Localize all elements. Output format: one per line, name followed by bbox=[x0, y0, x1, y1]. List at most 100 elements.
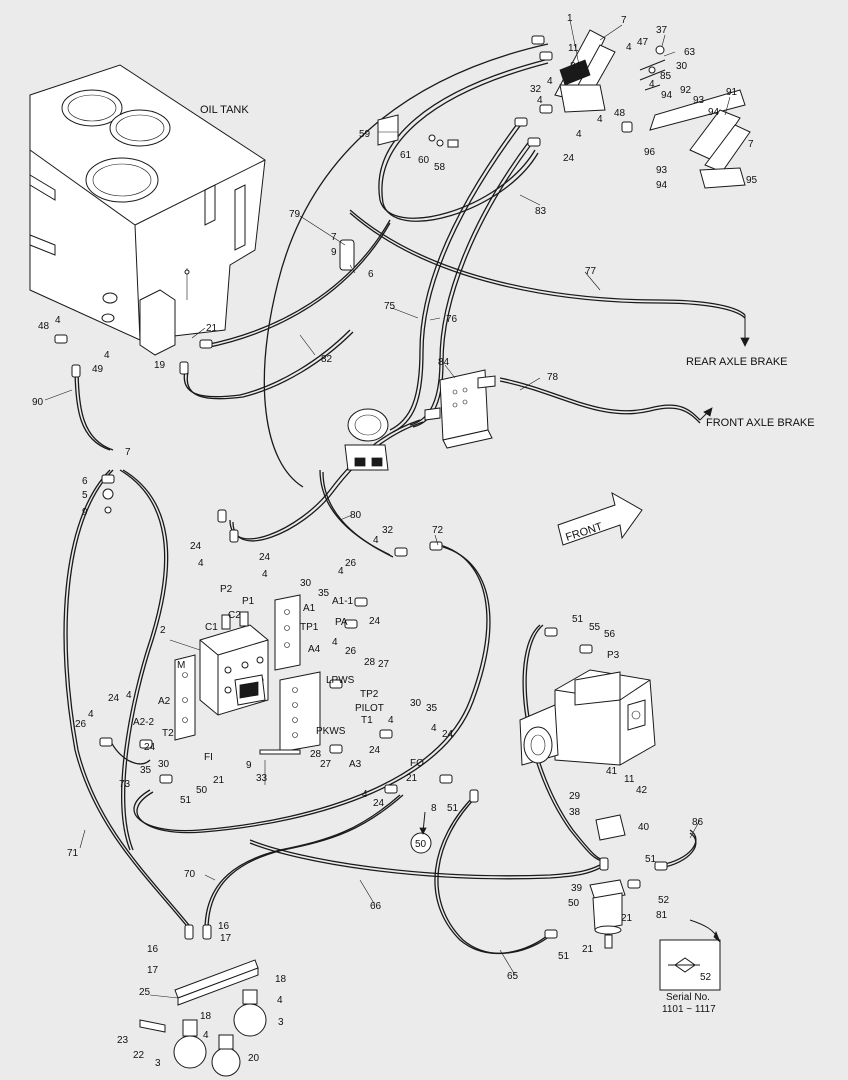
port-a2: A2 bbox=[158, 696, 171, 707]
port-a3: A3 bbox=[349, 759, 362, 770]
callout: 4 bbox=[431, 723, 437, 734]
callout: 4 bbox=[626, 42, 632, 53]
callout: 51 bbox=[558, 951, 570, 962]
front-direction-arrow: FRONT bbox=[557, 491, 643, 546]
port-pkws: PKWS bbox=[316, 726, 346, 737]
callout: 4 bbox=[126, 690, 132, 701]
callout: 96 bbox=[644, 147, 656, 158]
callout: 70 bbox=[184, 869, 196, 880]
callout: 7 bbox=[125, 447, 131, 458]
callout: 93 bbox=[656, 165, 668, 176]
callout: 80 bbox=[350, 510, 362, 521]
callout: 93 bbox=[693, 95, 705, 106]
callout: 41 bbox=[606, 766, 618, 777]
hydraulic-pump-p3 bbox=[519, 669, 656, 766]
callout: 58 bbox=[434, 162, 446, 173]
hose-lines bbox=[63, 40, 746, 954]
callout: 21 bbox=[582, 944, 594, 955]
callout: 1 bbox=[567, 13, 573, 24]
callout: 9 bbox=[82, 507, 88, 518]
callout: 94 bbox=[656, 180, 668, 191]
callout: 6 bbox=[368, 269, 374, 280]
callout: 48 bbox=[614, 108, 626, 119]
callout: 4 bbox=[88, 709, 94, 720]
port-labels: P2 P1 C1 C2 M A2 A2-2 T2 FI A1 A1-1 TP1 … bbox=[133, 584, 620, 770]
callout: 4 bbox=[332, 637, 338, 648]
callout: 16 bbox=[147, 944, 159, 955]
callout: 48 bbox=[38, 321, 50, 332]
callout: 40 bbox=[638, 822, 650, 833]
callout: 24 bbox=[369, 745, 381, 756]
callout: 27 bbox=[378, 659, 390, 670]
port-a1: A1 bbox=[303, 603, 316, 614]
callout: 18 bbox=[200, 1011, 212, 1022]
hose-bracket-59 bbox=[377, 114, 459, 148]
port-c1: C1 bbox=[205, 622, 218, 633]
port-plate-b bbox=[279, 671, 321, 753]
callout: 24 bbox=[144, 742, 156, 753]
callout: 51 bbox=[180, 795, 192, 806]
port-p1: P1 bbox=[242, 596, 255, 607]
callout: 38 bbox=[569, 807, 581, 818]
callout: 16 bbox=[218, 921, 230, 932]
callout: 84 bbox=[438, 357, 450, 368]
callout: 86 bbox=[692, 817, 704, 828]
port-fi: FI bbox=[204, 752, 213, 763]
callout: 21 bbox=[206, 323, 218, 334]
callout: 4 bbox=[104, 350, 110, 361]
callout: 63 bbox=[684, 47, 696, 58]
callout: 82 bbox=[321, 354, 333, 365]
callout: 95 bbox=[746, 175, 758, 186]
callout: 26 bbox=[75, 719, 87, 730]
port-a2-2: A2-2 bbox=[133, 717, 155, 728]
callout: 65 bbox=[507, 971, 519, 982]
callout: 4 bbox=[203, 1030, 209, 1041]
port-p3: P3 bbox=[607, 650, 620, 661]
callout: 49 bbox=[92, 364, 104, 375]
callout: 33 bbox=[256, 773, 268, 784]
port-c2: C2 bbox=[228, 610, 241, 621]
part-callouts: 1 7 31 11 37 47 63 4 30 85 4 4 91 92 93 … bbox=[32, 13, 758, 1069]
callout: 4 bbox=[597, 114, 603, 125]
callout: 21 bbox=[621, 913, 633, 924]
callout: 50 bbox=[568, 898, 580, 909]
callout: 4 bbox=[576, 129, 582, 140]
accumulators bbox=[139, 959, 267, 1077]
callout: 4 bbox=[338, 566, 344, 577]
callout: 51 bbox=[572, 614, 584, 625]
callout: 35 bbox=[318, 588, 330, 599]
callout: 55 bbox=[589, 622, 601, 633]
callout: 92 bbox=[680, 85, 692, 96]
callout: 25 bbox=[139, 987, 151, 998]
callout: 4 bbox=[262, 569, 268, 580]
callout: 37 bbox=[656, 25, 668, 36]
callout: 11 bbox=[624, 774, 635, 785]
callout: 35 bbox=[140, 765, 152, 776]
port-m: M bbox=[177, 660, 185, 671]
callout: 24 bbox=[373, 798, 385, 809]
callout: 51 bbox=[447, 803, 459, 814]
callout: 66 bbox=[370, 901, 382, 912]
callout: 5 bbox=[82, 490, 88, 501]
callout: 47 bbox=[637, 37, 649, 48]
callout: 78 bbox=[547, 372, 559, 383]
callout: 94 bbox=[661, 90, 673, 101]
callout: 6 bbox=[82, 476, 88, 487]
callout: 19 bbox=[154, 360, 166, 371]
callout: 32 bbox=[530, 84, 542, 95]
callout: 30 bbox=[158, 759, 170, 770]
brake-valve-2 bbox=[199, 611, 269, 716]
serial-inset: Serial No. 1101 ~ 1117 bbox=[659, 919, 721, 1015]
callout: 18 bbox=[275, 974, 287, 985]
caption-labels: OIL TANK REAR AXLE BRAKE FRONT AXLE BRAK… bbox=[200, 104, 815, 429]
callout: 4 bbox=[373, 535, 379, 546]
brake-pedal-assembly bbox=[554, 29, 751, 189]
callout: 11 bbox=[568, 43, 579, 54]
callout: 7 bbox=[621, 15, 627, 26]
rear-axle-brake-label: REAR AXLE BRAKE bbox=[686, 356, 788, 368]
circled-callout-50 bbox=[410, 811, 432, 854]
fittings bbox=[54, 35, 668, 940]
callout: 50 bbox=[196, 785, 208, 796]
callout: 3 bbox=[278, 1017, 284, 1028]
